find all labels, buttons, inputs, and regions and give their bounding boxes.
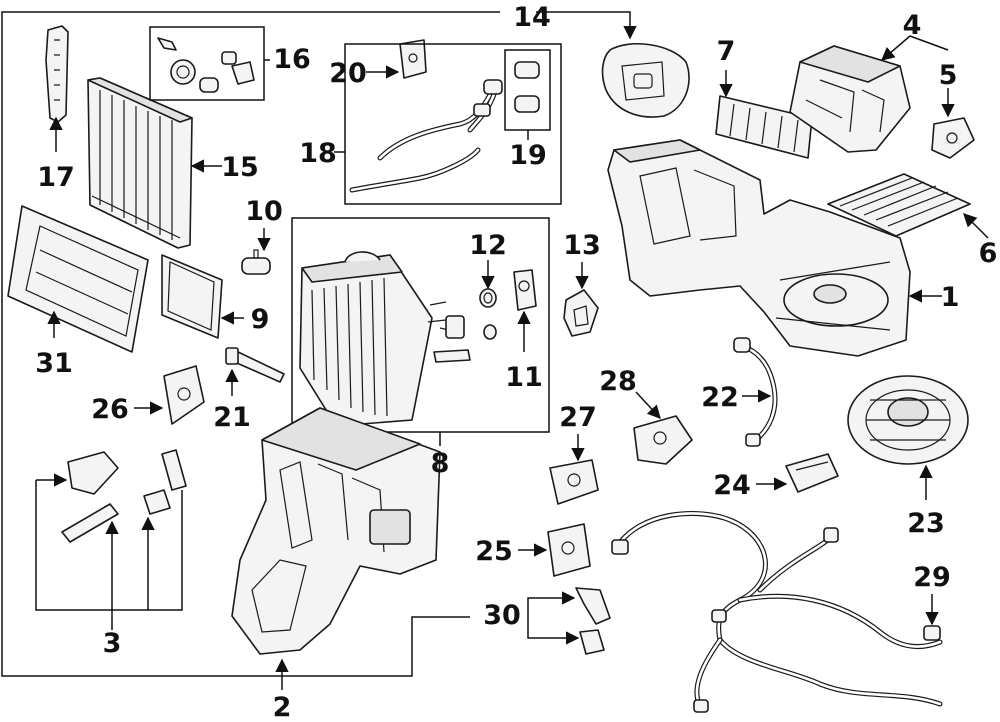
valve-part-10 bbox=[241, 249, 271, 275]
connector-part-30 bbox=[575, 587, 611, 655]
leader-4b bbox=[909, 35, 949, 51]
bracket-part-17 bbox=[45, 25, 69, 123]
oring-part-12 bbox=[479, 288, 497, 340]
callout-29: 29 bbox=[913, 562, 951, 593]
callout-25: 25 bbox=[475, 536, 513, 567]
callout-10: 10 bbox=[245, 196, 283, 227]
callout-12: 12 bbox=[469, 230, 507, 261]
actuator-part-25 bbox=[547, 523, 591, 577]
filter-frame-part-9 bbox=[161, 254, 223, 339]
leader-14 bbox=[536, 11, 637, 40]
hose-part-22 bbox=[733, 337, 778, 447]
actuator-part-27 bbox=[549, 459, 599, 505]
actuator-part-5 bbox=[931, 117, 975, 159]
callout-19: 19 bbox=[509, 140, 547, 171]
callout-28: 28 bbox=[599, 366, 637, 397]
callout-14: 14 bbox=[513, 2, 551, 33]
expansion-valve-part-11 bbox=[513, 269, 537, 311]
leader-6 bbox=[963, 213, 989, 239]
callout-22: 22 bbox=[701, 382, 739, 413]
callout-2: 2 bbox=[273, 692, 292, 722]
callout-27: 27 bbox=[559, 402, 597, 433]
leader-30 bbox=[527, 591, 576, 614]
callout-18: 18 bbox=[299, 138, 337, 169]
callout-8: 8 bbox=[431, 448, 450, 479]
callout-15: 15 bbox=[221, 152, 259, 183]
callout-17: 17 bbox=[37, 162, 75, 193]
ac-lines-box-18-19 bbox=[344, 43, 562, 205]
callout-13: 13 bbox=[563, 230, 601, 261]
sensor-part-3 bbox=[61, 449, 187, 543]
callout-16: 16 bbox=[273, 44, 311, 75]
callout-24: 24 bbox=[713, 470, 751, 501]
callout-4: 4 bbox=[903, 10, 922, 41]
callout-7: 7 bbox=[717, 36, 736, 67]
mesh-panel-part-7 bbox=[715, 95, 813, 159]
blower-motor-part-23 bbox=[847, 375, 969, 465]
leader-4 bbox=[880, 35, 911, 61]
housing-section-part-4 bbox=[789, 45, 911, 153]
wiring-harness-part-29 bbox=[611, 510, 943, 713]
callout-11: 11 bbox=[505, 362, 543, 393]
resistor-part-24 bbox=[785, 453, 839, 493]
switch-part-20 bbox=[399, 39, 427, 79]
heater-core-frame-part-31 bbox=[7, 205, 149, 353]
leader-3-bracket bbox=[35, 480, 183, 611]
heater-core-part-15 bbox=[87, 77, 193, 249]
callout-3: 3 bbox=[103, 628, 122, 659]
leader-28 bbox=[635, 391, 661, 419]
callout-21: 21 bbox=[213, 402, 251, 433]
leader-30b bbox=[527, 614, 580, 645]
callout-30: 30 bbox=[483, 600, 521, 631]
hvac-housing-part-1 bbox=[607, 139, 911, 357]
callout-5: 5 bbox=[939, 60, 958, 91]
group-frame bbox=[1, 11, 500, 677]
callout-9: 9 bbox=[251, 304, 270, 335]
cabin-filter-part-6 bbox=[827, 173, 971, 237]
actuator-part-26 bbox=[163, 365, 205, 425]
callout-26: 26 bbox=[91, 394, 129, 425]
callout-20: 20 bbox=[329, 58, 367, 89]
actuator-part-28 bbox=[633, 415, 693, 465]
sensor-part-21 bbox=[225, 347, 285, 383]
callout-31: 31 bbox=[35, 348, 73, 379]
callout-23: 23 bbox=[907, 508, 945, 539]
hvac-lower-housing-part-2 bbox=[231, 407, 441, 655]
callout-6: 6 bbox=[979, 238, 998, 269]
grommet-part-13 bbox=[563, 289, 599, 337]
seal-part-14 bbox=[601, 43, 690, 118]
hardware-kit-part-16 bbox=[149, 26, 265, 101]
evaporator-box-part-8 bbox=[291, 217, 550, 433]
callout-1: 1 bbox=[941, 282, 960, 313]
